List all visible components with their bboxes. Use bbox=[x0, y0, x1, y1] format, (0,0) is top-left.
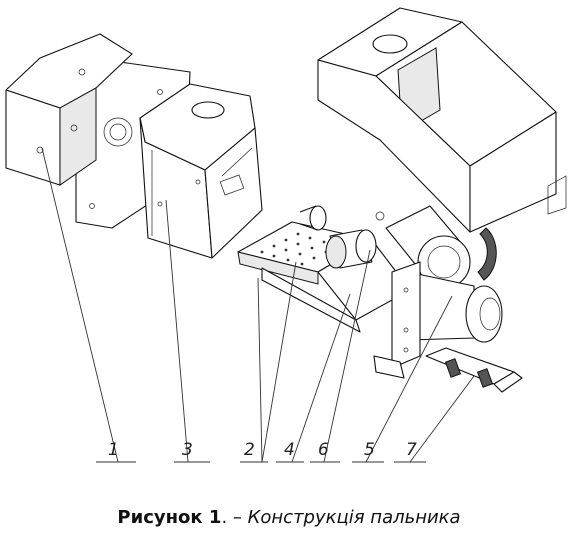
svg-text:5: 5 bbox=[364, 440, 375, 460]
part-3-chamber-housing bbox=[139, 83, 263, 259]
svg-text:4: 4 bbox=[284, 440, 295, 460]
callout-6: 6 bbox=[310, 249, 371, 463]
svg-text:1: 1 bbox=[108, 440, 119, 460]
callout-1: 1 bbox=[41, 147, 136, 463]
caption-separator: . – bbox=[221, 507, 248, 528]
callout-7: 7 bbox=[394, 375, 475, 463]
part-2-grate bbox=[237, 221, 411, 333]
callouts: 1 3 2 4 6 bbox=[41, 147, 475, 463]
callout-2: 2 bbox=[240, 261, 297, 463]
caption-title: Конструкція пальника bbox=[247, 507, 461, 528]
callout-3: 3 bbox=[165, 199, 210, 463]
part-7-mount-bracket bbox=[373, 347, 523, 393]
part-5-fan-motor bbox=[385, 205, 503, 369]
part-4-feed-pipe bbox=[299, 205, 385, 269]
part-6-top-cover bbox=[317, 7, 567, 233]
callout-5: 5 bbox=[352, 295, 453, 463]
svg-text:2: 2 bbox=[244, 440, 255, 460]
caption-figure-label: Рисунок 1 bbox=[117, 507, 222, 528]
svg-text:3: 3 bbox=[182, 440, 193, 460]
figure-caption: Рисунок 1. – Конструкція пальника bbox=[0, 507, 578, 528]
svg-text:7: 7 bbox=[406, 440, 417, 460]
callout-4: 4 bbox=[276, 293, 351, 463]
svg-text:6: 6 bbox=[318, 440, 329, 460]
